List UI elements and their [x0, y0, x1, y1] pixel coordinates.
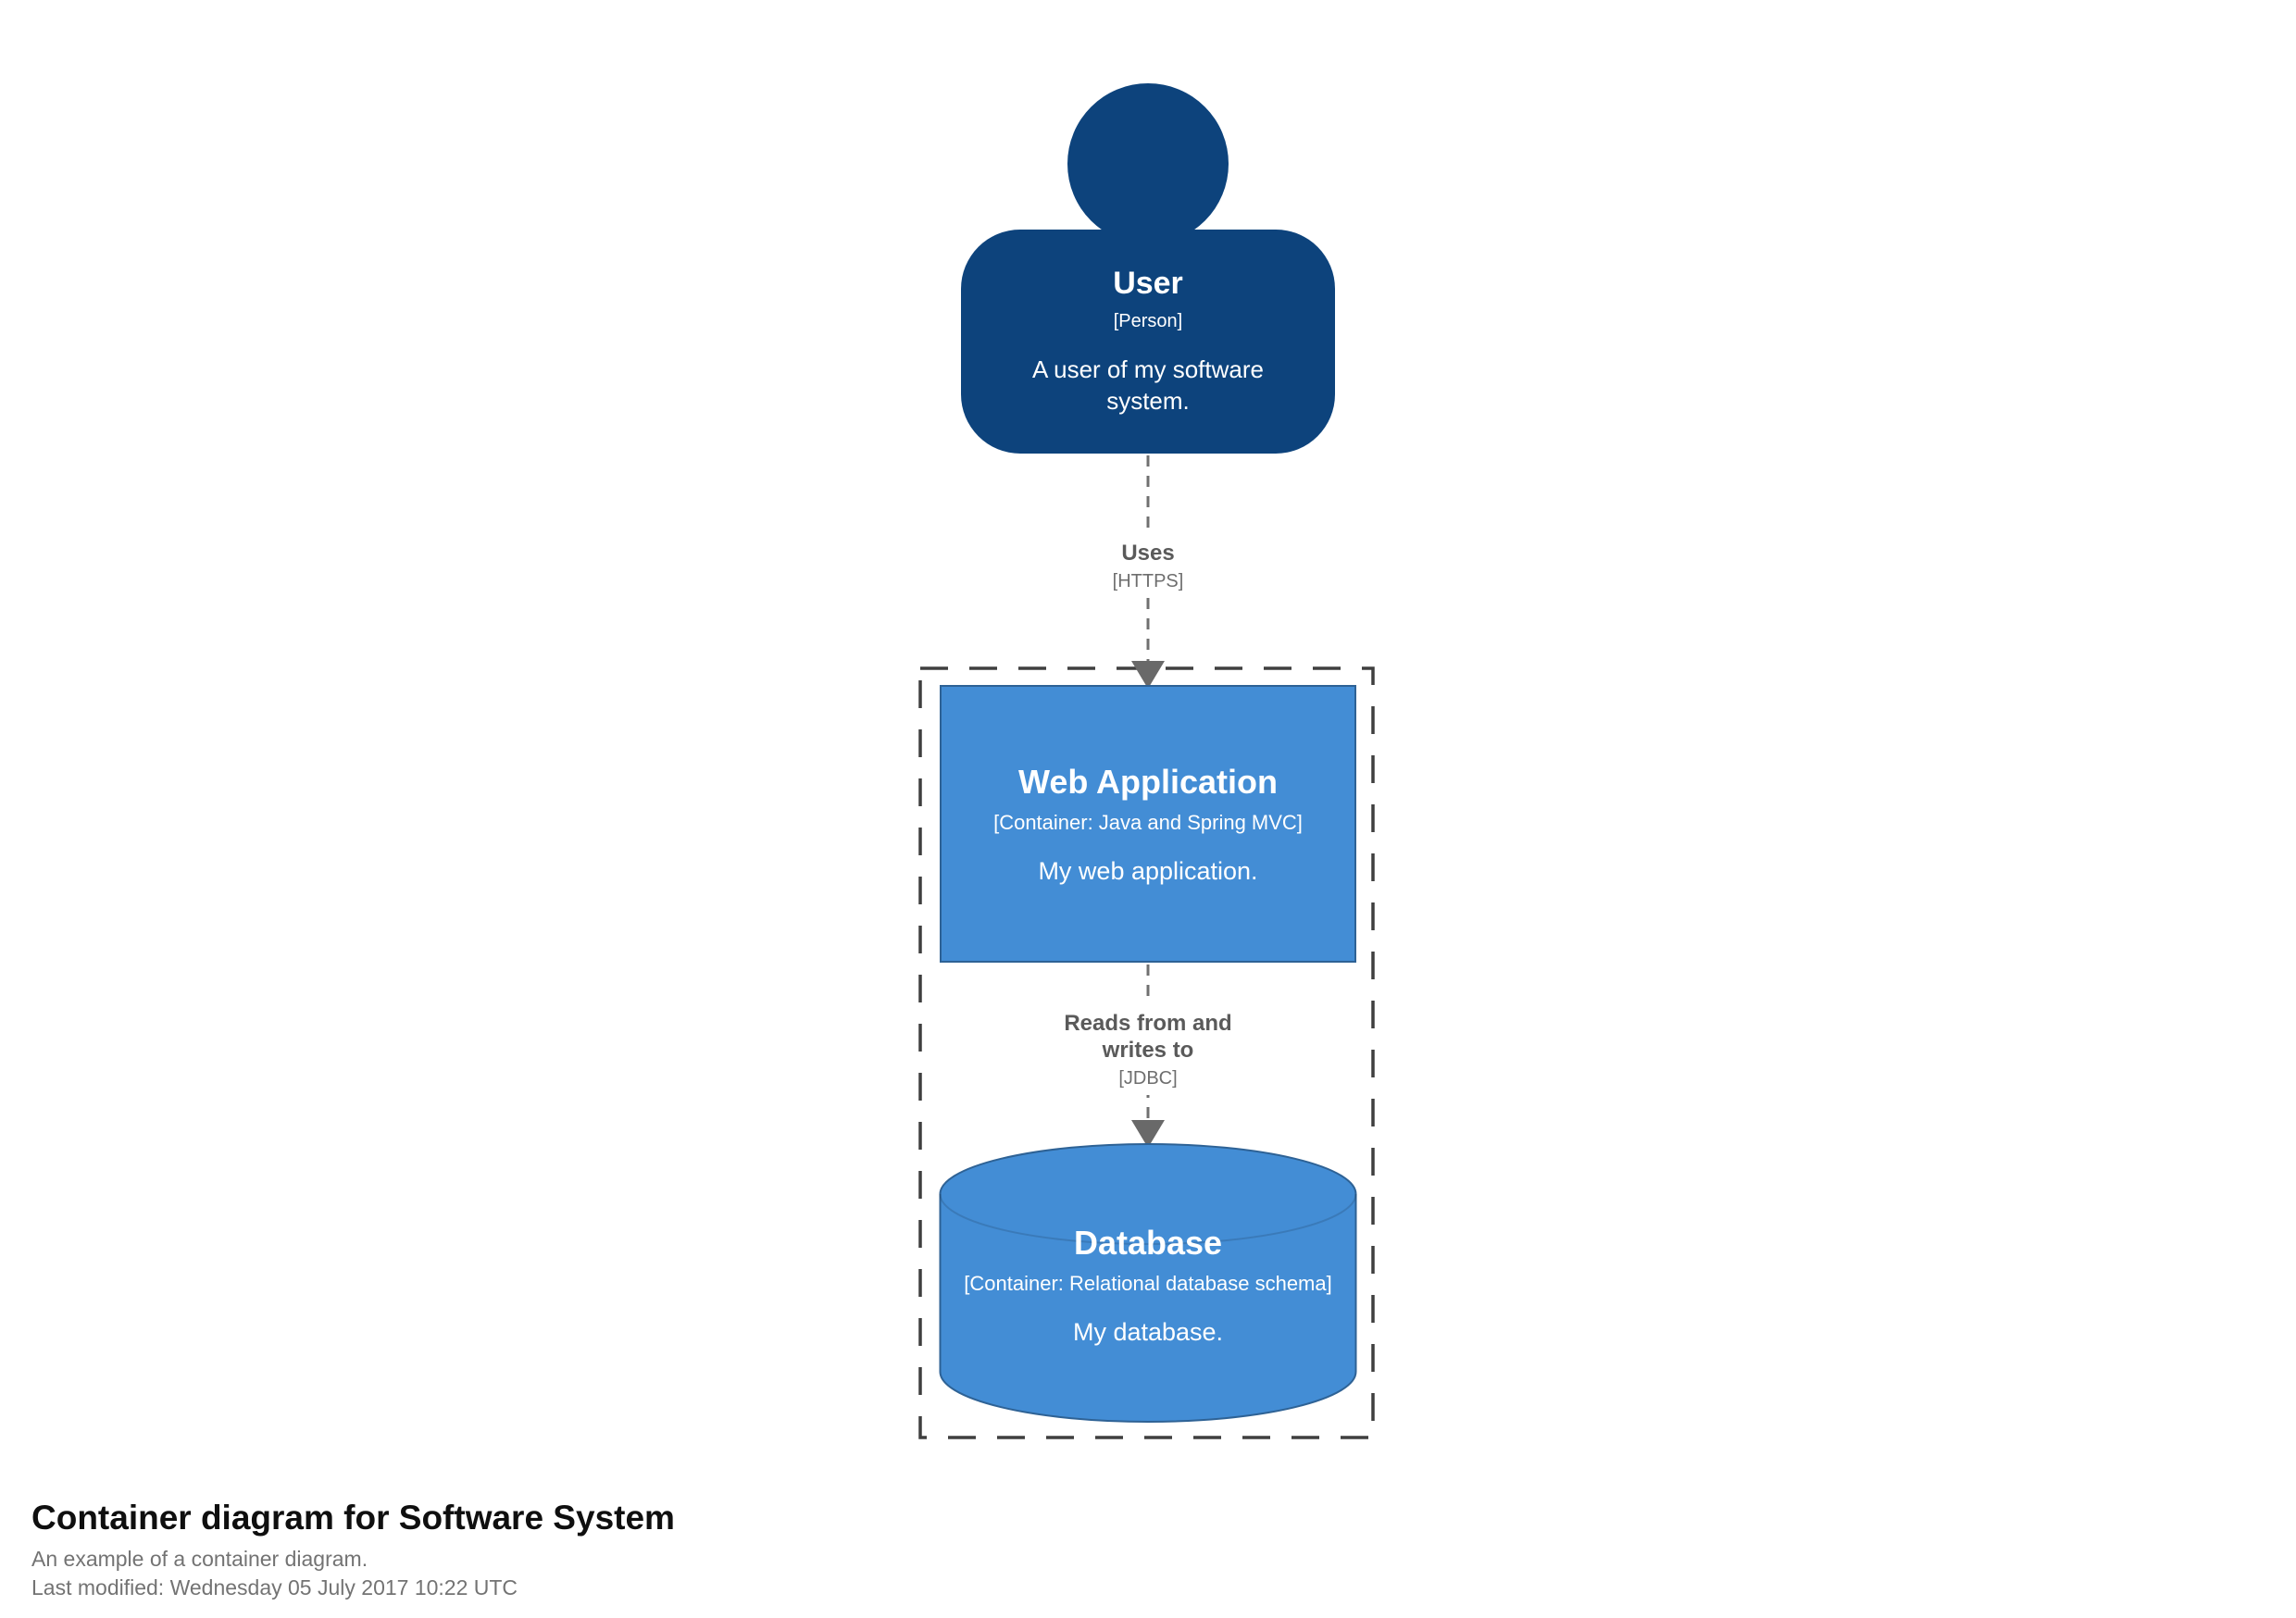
person-user-name: User: [1113, 266, 1183, 302]
container-web-application-meta: [Container: Java and Spring MVC]: [993, 810, 1303, 834]
container-database-node: Database [Container: Relational database…: [939, 1196, 1357, 1374]
person-user-meta: [Person]: [1113, 311, 1183, 332]
person-user-description: A user of my software system.: [1032, 355, 1264, 415]
container-database-name: Database: [1073, 1223, 1223, 1262]
container-web-application-name: Web Application: [1017, 762, 1278, 801]
diagram-last-modified: Last modified: Wednesday 05 July 2017 10…: [31, 1575, 518, 1600]
relationship-uses-technology: [HTTPS]: [1112, 570, 1184, 591]
relationship-uses-arrowhead-icon: [1131, 661, 1165, 689]
software-system-boundary: [918, 666, 1375, 1439]
relationship-reads-label-group: Reads from and writes to [JDBC]: [1032, 1005, 1264, 1095]
container-database-cylinder-icon: [939, 1143, 1357, 1423]
container-database-description: My database.: [1072, 1317, 1224, 1346]
container-web-application-node: Web Application [Container: Java and Spr…: [940, 685, 1356, 963]
person-user-node: User [Person] A user of my software syst…: [961, 230, 1335, 454]
relationship-reads-arrowhead-icon: [1131, 1120, 1165, 1148]
diagram-title-block: Container diagram for Software System An…: [31, 1498, 675, 1600]
container-web-application-description: My web application.: [1038, 856, 1258, 885]
relationship-uses-label: Uses: [1121, 541, 1175, 566]
diagram-title: Container diagram for Software System: [31, 1499, 675, 1537]
diagram-subtitle: An example of a container diagram.: [31, 1547, 368, 1572]
person-user-head-icon: [1067, 83, 1229, 244]
relationship-reads-technology: [JDBC]: [1118, 1067, 1178, 1089]
container-database-meta: [Container: Relational database schema]: [964, 1271, 1332, 1295]
relationship-reads-label: Reads from and writes to: [1064, 1011, 1232, 1063]
relationship-uses-label-group: Uses [HTTPS]: [1055, 535, 1241, 598]
